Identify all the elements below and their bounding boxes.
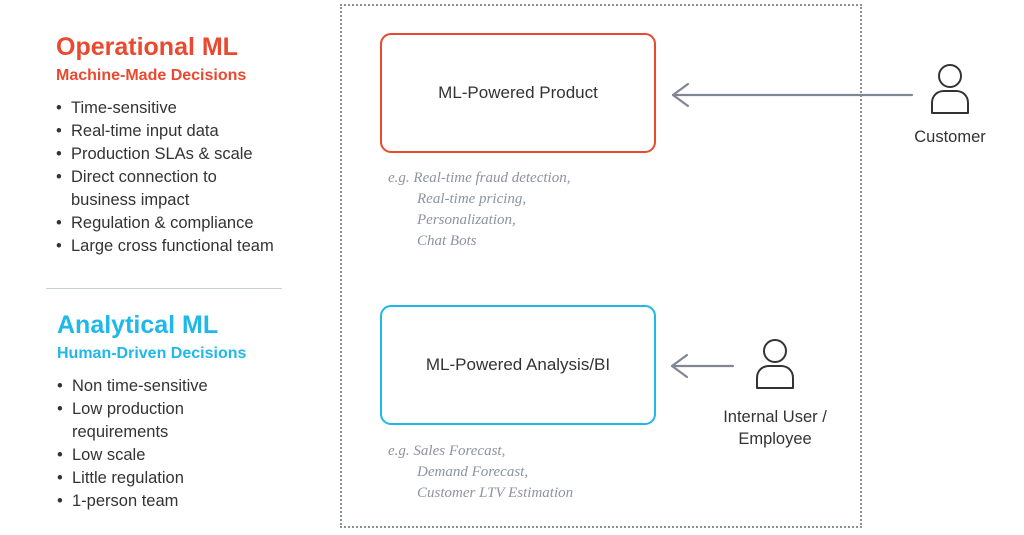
section-divider: [46, 288, 282, 289]
list-item: 1-person team: [57, 490, 327, 513]
list-item: Real-time input data: [56, 120, 326, 143]
list-item: Time-sensitive: [56, 97, 326, 120]
list-item: Non time-sensitive: [57, 375, 327, 398]
operational-ml-bullet-list: Time-sensitive Real-time input data Prod…: [56, 97, 326, 258]
product-examples: e.g. Real-time fraud detection, Real-tim…: [388, 168, 570, 252]
customer-to-product-arrow: [671, 82, 914, 108]
internal-user-label-line2: Employee: [738, 430, 812, 448]
ml-powered-product-label: ML-Powered Product: [438, 83, 598, 102]
list-item: Direct connection to business impact: [56, 166, 261, 212]
analytical-ml-subtitle: Human-Driven Decisions: [57, 345, 247, 362]
example-item: Sales Forecast,: [413, 443, 506, 459]
example-item: Customer LTV Estimation: [417, 485, 574, 501]
analytical-ml-bullet-list: Non time-sensitive Low production requir…: [57, 375, 327, 513]
example-item: Chat Bots: [417, 233, 477, 249]
example-item: Real-time fraud detection,: [413, 170, 571, 186]
system-boundary-frame: [340, 4, 862, 528]
list-item: Low production requirements: [57, 398, 222, 444]
examples-prefix: e.g.: [388, 170, 410, 186]
internal-user-label-line1: Internal User /: [723, 408, 827, 426]
list-item: Production SLAs & scale: [56, 143, 326, 166]
examples-prefix: e.g.: [388, 443, 410, 459]
operational-ml-subtitle: Machine-Made Decisions: [56, 67, 247, 84]
analytical-ml-title: Analytical ML: [57, 311, 219, 339]
ml-powered-analysis-label: ML-Powered Analysis/BI: [425, 355, 611, 374]
ml-powered-product-box: ML-Powered Product: [380, 33, 656, 153]
example-item: Personalization,: [417, 212, 516, 228]
list-item: Low scale: [57, 444, 327, 467]
internal-user-person-icon: [756, 339, 794, 389]
list-item: Little regulation: [57, 467, 327, 490]
analysis-examples: e.g. Sales Forecast, Demand Forecast, Cu…: [388, 441, 573, 504]
customer-person-icon: [931, 64, 969, 114]
user-to-analysis-arrow: [670, 353, 735, 379]
customer-label: Customer: [914, 128, 986, 146]
list-item: Regulation & compliance: [56, 212, 326, 235]
example-item: Real-time pricing,: [417, 191, 527, 207]
list-item: Large cross functional team: [56, 235, 326, 258]
ml-powered-analysis-box: ML-Powered Analysis/BI: [380, 305, 656, 425]
example-item: Demand Forecast,: [417, 464, 529, 480]
operational-ml-title: Operational ML: [56, 33, 238, 61]
internal-user-label: Internal User / Employee: [705, 406, 845, 450]
